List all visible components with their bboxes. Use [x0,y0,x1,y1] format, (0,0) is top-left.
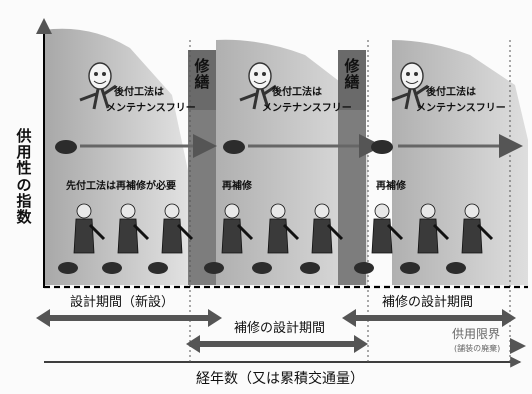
disk-1 [55,140,77,154]
after-method-caption-1-line1: 後付工法は [114,87,164,98]
y-axis-char-2: 用 [16,143,32,162]
worker-4 [221,203,254,254]
repair-label-1-char-1: 修 [194,57,210,75]
y-axis-label: 供 用 性 の 指 数 [14,128,34,225]
disk-2 [223,140,245,154]
rerepair-label-1: 再補修 [222,181,252,192]
repair-design-period-label-1: 補修の設計期間 [234,321,326,336]
y-axis-char-6: 数 [16,207,32,226]
worker-1 [73,203,106,254]
repair-design-period-arrow-2 [342,309,516,327]
repair-design-period-label-2: 補修の設計期間 [382,295,474,310]
disk-3 [371,140,393,154]
worker-7 [371,203,404,254]
service-limit-label: 供用限界 [452,327,501,341]
design-period-new-arrow [36,309,222,327]
repair-label-2-char-2: 繕 [344,73,360,92]
worker-3 [161,203,194,254]
y-axis-char-1: 供 [16,127,32,145]
repair-label-1-char-2: 繕 [194,73,210,92]
repair-design-period-arrow-1 [186,335,368,353]
y-axis-char-4: の [16,175,32,194]
repair-label-1: 修 繕 [190,57,214,92]
after-method-caption-3-line1: 後付工法は [426,87,476,98]
after-method-caption-3-line2: メンテナンスフリー [416,103,506,114]
repair-label-2: 修 繕 [340,57,364,92]
y-axis-char-5: 指 [16,191,32,210]
mascot-1 [79,62,117,110]
rerepair-label-2: 再補修 [376,181,406,192]
worker-2 [117,203,150,254]
after-method-caption-2-line2: メンテナンスフリー [262,103,352,114]
y-axis-char-3: 性 [16,159,32,178]
design-period-new-label: 設計期間（新設） [70,295,175,310]
repair-label-2-char-1: 修 [344,57,360,75]
service-limit-note: (舗装の廃棄) [454,344,501,353]
worker-8 [417,203,450,254]
x-axis-label: 経年数（又は累積交通量） [196,371,364,387]
after-method-caption-1-line2: メンテナンスフリー [106,103,196,114]
worker-5 [267,203,300,254]
pre-method-caption: 先付工法は再補修が必要 [66,181,176,192]
mascot-3 [391,62,429,110]
after-method-caption-2-line1: 後付工法は [272,87,322,98]
worker-6 [311,203,344,254]
worker-9 [461,203,494,254]
mascot-2 [239,62,277,110]
